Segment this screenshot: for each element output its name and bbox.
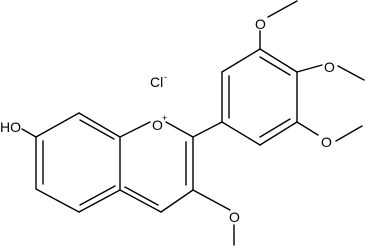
bond [192,189,231,211]
methoxy-oxygen-label: O [321,134,332,150]
benzo-ring [35,112,121,213]
ring-oxygen-charge: + [162,113,167,123]
bottom-methoxy-group: O [296,121,363,150]
bond [335,125,363,142]
bond [259,118,291,138]
pyrylium-ring: O + [119,113,194,213]
bond [21,128,37,138]
hydroxyl-group: HO [0,119,37,138]
bond [165,121,194,138]
bond [259,121,298,146]
bond [160,189,194,213]
methoxy-oxygen-label: O [324,59,335,75]
bond [119,121,151,138]
bond [78,112,121,138]
bond [337,65,365,81]
phenyl-ring [192,48,298,146]
bond [124,186,159,206]
bond [79,185,116,206]
bond [267,0,298,18]
hydroxyl-label: HO [0,119,21,135]
bond [296,121,319,136]
bond [259,48,298,73]
bond [221,121,261,146]
bond [35,112,80,138]
chloride-label: Cl [150,74,163,90]
ring-oxygen-label: O [152,117,163,133]
methoxy-oxygen-label: O [255,16,266,32]
bond [119,189,162,213]
bond [79,119,115,140]
chloride-charge: - [164,72,167,82]
bond [259,56,291,76]
methoxy-oxygen-label: O [229,209,240,225]
bond [192,121,223,138]
bond [78,189,121,213]
top-methoxy-group: O [255,0,298,50]
chloride-counter-ion: Cl - [150,72,167,90]
bond [221,48,261,73]
para-methoxy-group: O [296,59,365,81]
bond [296,64,323,73]
bond [35,188,80,213]
c3-methoxy-group: O [192,189,240,246]
